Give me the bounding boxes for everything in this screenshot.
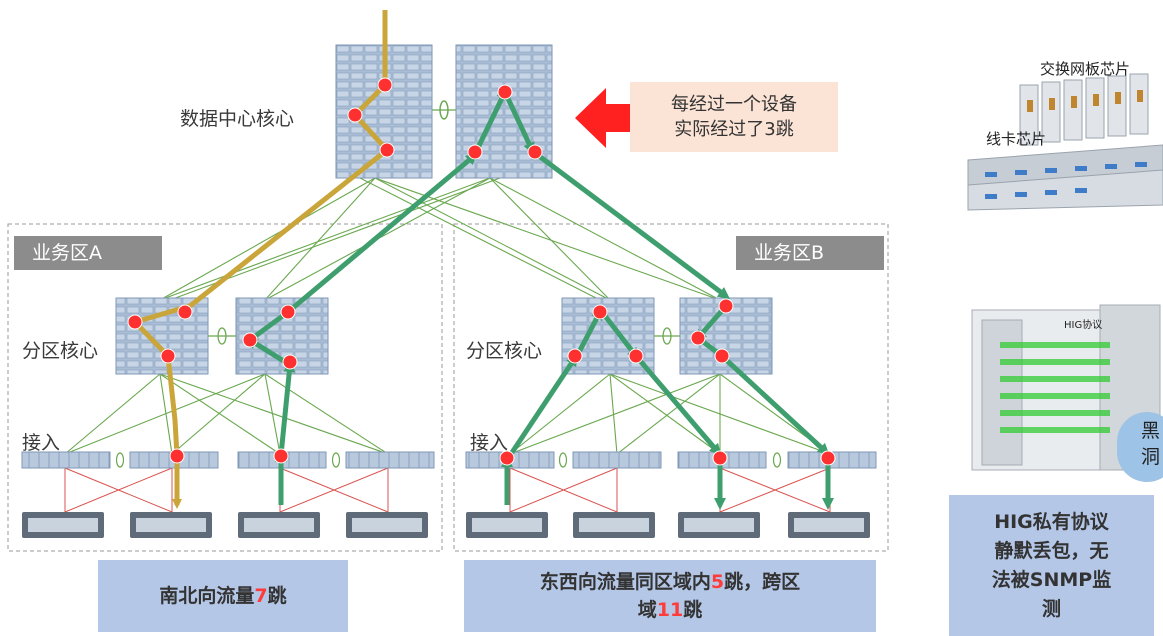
hop-nodes: [127, 77, 836, 466]
access-switches: [21, 451, 877, 469]
hop-callout: 每经过一个设备 实际经过了3跳: [630, 82, 838, 152]
zone-a-frame: [7, 223, 443, 552]
east-west-path: [245, 87, 834, 510]
zone-b-links: [509, 373, 831, 455]
callout-arrow: [575, 88, 632, 148]
callout-line-1: 每经过一个设备: [671, 94, 797, 115]
zone-a-core-switch-1: [115, 297, 209, 375]
east-west-caption: 东西向流量同区域内5跳，跨区 域11跳: [464, 560, 876, 632]
hig-note: HIG私有协议 静默丢包，无 法被SNMP监 测: [949, 495, 1154, 636]
line-card-chip-label: 线卡芯片: [986, 130, 1047, 148]
zone-b-core-label: 分区核心: [466, 340, 543, 362]
zone-b-frame: [453, 223, 889, 552]
zone-b-tag: 业务区B: [736, 236, 884, 270]
black-hole-badge: 黑洞: [1117, 412, 1163, 482]
hig-chassis-illustration: [971, 304, 1161, 471]
ns-caption-text: 南北向流量: [159, 585, 255, 607]
server-links: [64, 467, 831, 513]
callout-line-2: 实际经过了3跳: [674, 119, 794, 140]
access-b-label: 接入: [470, 432, 509, 454]
ns-caption-suffix: 跳: [267, 585, 287, 607]
access-a-label: 接入: [22, 432, 61, 454]
hig-protocol-label: HIG协议: [1064, 320, 1103, 331]
core-links: [159, 177, 721, 301]
zone-a-core-label: 分区核心: [22, 340, 99, 362]
dc-core-label: 数据中心核心: [180, 108, 295, 130]
zone-a-links: [64, 373, 389, 455]
switch-chip-illustration: [967, 73, 1163, 211]
ns-caption-num: 7: [254, 585, 268, 607]
fabric-chip-label: 交换网板芯片: [1040, 60, 1131, 78]
zone-a-tag: 业务区A: [14, 236, 162, 270]
